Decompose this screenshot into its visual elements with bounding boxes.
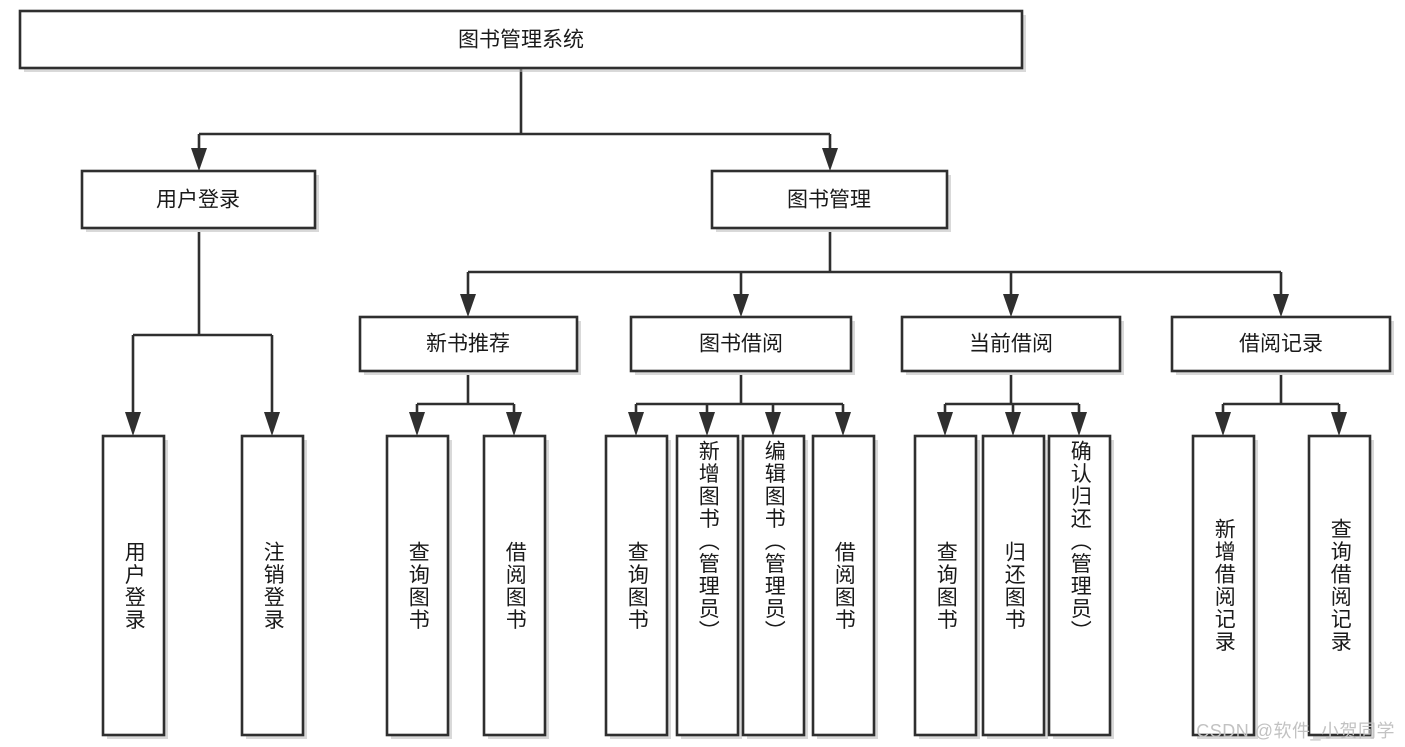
node-root-box[interactable] bbox=[18, 9, 1024, 70]
arrow-to-leaf-query-record bbox=[1331, 412, 1347, 436]
node-borrow-record-label: 借阅记录 bbox=[1239, 333, 1323, 356]
node-leaf-edit-book-box[interactable] bbox=[741, 434, 806, 737]
node-leaf-query-book-3-box[interactable] bbox=[913, 434, 978, 737]
node-user-login-label: 用户登录 bbox=[156, 189, 240, 212]
arrow-to-borrow-record bbox=[1273, 294, 1289, 317]
arrow-to-leaf-logout bbox=[264, 412, 280, 436]
node-leaf-borrow-book-2-box[interactable] bbox=[811, 434, 876, 737]
node-new-book-recommend-label: 新书推荐 bbox=[426, 333, 510, 356]
arrow-root-to-book-management bbox=[822, 148, 838, 171]
node-leaf-add-book-box[interactable] bbox=[675, 434, 740, 737]
node-leaf-query-record-box[interactable] bbox=[1307, 434, 1372, 737]
arrow-to-leaf-confirm-return bbox=[1071, 412, 1087, 436]
node-leaf-query-book-1-box[interactable] bbox=[385, 434, 450, 737]
node-root-label: 图书管理系统 bbox=[458, 29, 584, 52]
node-book-management-label: 图书管理 bbox=[787, 189, 871, 212]
arrow-to-leaf-query-book-1 bbox=[409, 412, 425, 436]
node-layer: 图书管理系统 用户登录 图书管理 新书推荐 图书借阅 当前借阅 bbox=[18, 9, 1394, 739]
arrow-to-leaf-user-login bbox=[125, 412, 141, 436]
arrow-to-leaf-query-book-3 bbox=[937, 412, 953, 436]
node-user-login-box[interactable] bbox=[80, 169, 317, 230]
node-borrow-record-box[interactable] bbox=[1170, 315, 1392, 373]
csdn-watermark: CSDN @软件_小贺同学 bbox=[1196, 721, 1395, 741]
node-leaf-borrow-book-1-box[interactable] bbox=[482, 434, 547, 737]
node-leaf-query-book-2-box[interactable] bbox=[604, 434, 669, 737]
arrow-to-leaf-add-book bbox=[699, 412, 715, 436]
node-current-borrow-box[interactable] bbox=[900, 315, 1122, 373]
node-leaf-add-record-box[interactable] bbox=[1191, 434, 1256, 737]
arrow-to-leaf-return-book bbox=[1005, 412, 1021, 436]
node-new-book-recommend-box[interactable] bbox=[358, 315, 579, 373]
arrow-to-current-borrow bbox=[1003, 294, 1019, 317]
connector-layer bbox=[125, 68, 1347, 436]
node-book-borrow-label: 图书借阅 bbox=[699, 333, 783, 356]
arrow-to-leaf-borrow-book-1 bbox=[506, 412, 522, 436]
node-current-borrow-label: 当前借阅 bbox=[969, 333, 1053, 356]
arrow-to-leaf-query-book-2 bbox=[628, 412, 644, 436]
arrow-to-new-book-recommend bbox=[460, 294, 476, 317]
arrow-to-leaf-edit-book bbox=[765, 412, 781, 436]
arrow-root-to-user-login bbox=[191, 148, 207, 171]
node-leaf-logout-box[interactable] bbox=[240, 434, 305, 737]
node-leaf-confirm-return-box[interactable] bbox=[1047, 434, 1112, 737]
arrow-to-leaf-add-record bbox=[1215, 412, 1231, 436]
arrow-to-leaf-borrow-book-2 bbox=[835, 412, 851, 436]
node-book-borrow-box[interactable] bbox=[629, 315, 853, 373]
node-leaf-user-login-box[interactable] bbox=[101, 434, 166, 737]
node-leaf-return-book-box[interactable] bbox=[981, 434, 1046, 737]
arrow-to-book-borrow bbox=[733, 294, 749, 317]
node-book-management-box[interactable] bbox=[710, 169, 949, 230]
